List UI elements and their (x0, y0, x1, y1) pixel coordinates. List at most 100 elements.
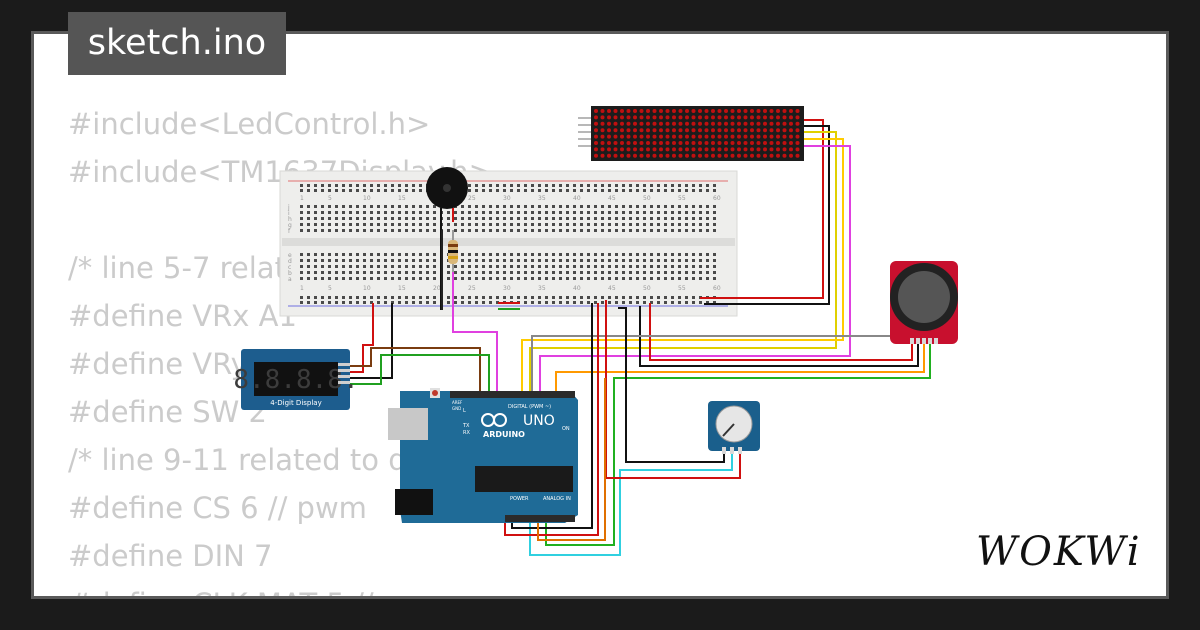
breadboard-hole (335, 189, 338, 192)
matrix-led (672, 141, 676, 145)
breadboard-hole (552, 205, 555, 208)
joystick-module[interactable] (890, 261, 958, 344)
breadboard-hole (363, 296, 366, 299)
breadboard-hole (566, 271, 569, 274)
breadboard-hole (671, 184, 674, 187)
breadboard-hole (531, 259, 534, 262)
breadboard-hole (671, 229, 674, 232)
seven-segment-display[interactable]: 8.8.8.8. 4-Digit Display (233, 349, 359, 410)
breadboard-hole (447, 265, 450, 268)
breadboard-hole (685, 296, 688, 299)
breadboard-hole (405, 205, 408, 208)
code-line: #define SW 2 (68, 395, 268, 429)
breadboard-hole (363, 259, 366, 262)
breadboard-hole (384, 301, 387, 304)
breadboard-hole (391, 277, 394, 280)
breadboard-hole (398, 229, 401, 232)
breadboard-hole (503, 217, 506, 220)
matrix-led (717, 109, 722, 113)
matrix-led (769, 134, 774, 139)
matrix-led (691, 109, 696, 113)
breadboard-hole (601, 253, 604, 256)
matrix-led (646, 147, 650, 152)
breadboard-hole (335, 211, 338, 214)
breadboard-hole (300, 205, 303, 208)
breadboard-hole (391, 217, 394, 220)
breadboard-hole (601, 223, 604, 226)
breadboard-hole (475, 277, 478, 280)
breadboard-hole (545, 184, 548, 187)
matrix-led (639, 109, 644, 113)
breadboard-hole (328, 217, 331, 220)
breadboard-hole (643, 271, 646, 274)
breadboard-hole (629, 301, 632, 304)
breadboard-hole (566, 189, 569, 192)
breadboard-hole (384, 265, 387, 268)
breadboard-hole (531, 184, 534, 187)
breadboard-hole (363, 277, 366, 280)
file-name-tab[interactable]: sketch.ino (68, 12, 286, 75)
breadboard-hole (664, 184, 667, 187)
matrix-led (756, 134, 761, 139)
breadboard-hole (398, 217, 401, 220)
breadboard-hole (615, 265, 618, 268)
breadboard-hole (482, 259, 485, 262)
breadboard-hole (328, 223, 331, 226)
matrix-led (620, 153, 624, 158)
matrix-led (795, 153, 800, 158)
breadboard-hole (328, 205, 331, 208)
matrix-led (711, 147, 715, 152)
breadboard-hole (300, 301, 303, 304)
breadboard-hole (489, 259, 492, 262)
arduino-uno[interactable]: ARDUINO UNO DIGITAL (PWM ~) POWER ANALOG… (388, 388, 578, 523)
matrix-led (665, 128, 670, 133)
breadboard-hole (398, 223, 401, 226)
breadboard-hole (615, 223, 618, 226)
matrix-led (724, 147, 728, 152)
breadboard-hole (412, 271, 415, 274)
breadboard-hole (349, 271, 352, 274)
matrix-led (626, 109, 631, 113)
breadboard-hole (342, 184, 345, 187)
breadboard-hole (370, 189, 373, 192)
breadboard-hole (629, 253, 632, 256)
arduino-l-label: L (463, 408, 466, 414)
breadboard-hole (573, 296, 576, 299)
breadboard-hole (622, 301, 625, 304)
breadboard-hole (482, 205, 485, 208)
matrix-led (600, 109, 605, 113)
breadboard-hole (629, 205, 632, 208)
matrix-led (607, 128, 611, 133)
breadboard-hole (412, 301, 415, 304)
breadboard-hole (713, 217, 716, 220)
breadboard-hole (475, 265, 478, 268)
resistor[interactable] (448, 230, 458, 272)
breadboard-hole (349, 259, 352, 262)
breadboard-hole (601, 265, 604, 268)
breadboard-hole (482, 265, 485, 268)
breadboard-hole (552, 211, 555, 214)
matrix-led (730, 134, 735, 139)
breadboard-hole (643, 223, 646, 226)
breadboard-hole (496, 265, 499, 268)
matrix-led (743, 153, 748, 158)
breadboard-hole (615, 296, 618, 299)
breadboard-hole (426, 296, 429, 299)
dot-matrix-display[interactable] (578, 106, 804, 161)
breadboard-hole (552, 217, 555, 220)
breadboard-hole (461, 229, 464, 232)
breadboard-hole (678, 205, 681, 208)
breadboard-hole (587, 301, 590, 304)
breadboard-hole (314, 223, 317, 226)
matrix-led (717, 141, 722, 145)
breadboard-hole (566, 229, 569, 232)
breadboard-hole (363, 189, 366, 192)
matrix-led (678, 128, 683, 133)
potentiometer[interactable] (708, 401, 760, 454)
breadboard-hole (489, 301, 492, 304)
breadboard[interactable]: 1155101015152020252530303535404045455050… (279, 170, 738, 317)
matrix-led (613, 147, 618, 152)
matrix-led (730, 109, 735, 113)
breadboard-hole (398, 211, 401, 214)
piezo-buzzer[interactable] (426, 167, 468, 222)
